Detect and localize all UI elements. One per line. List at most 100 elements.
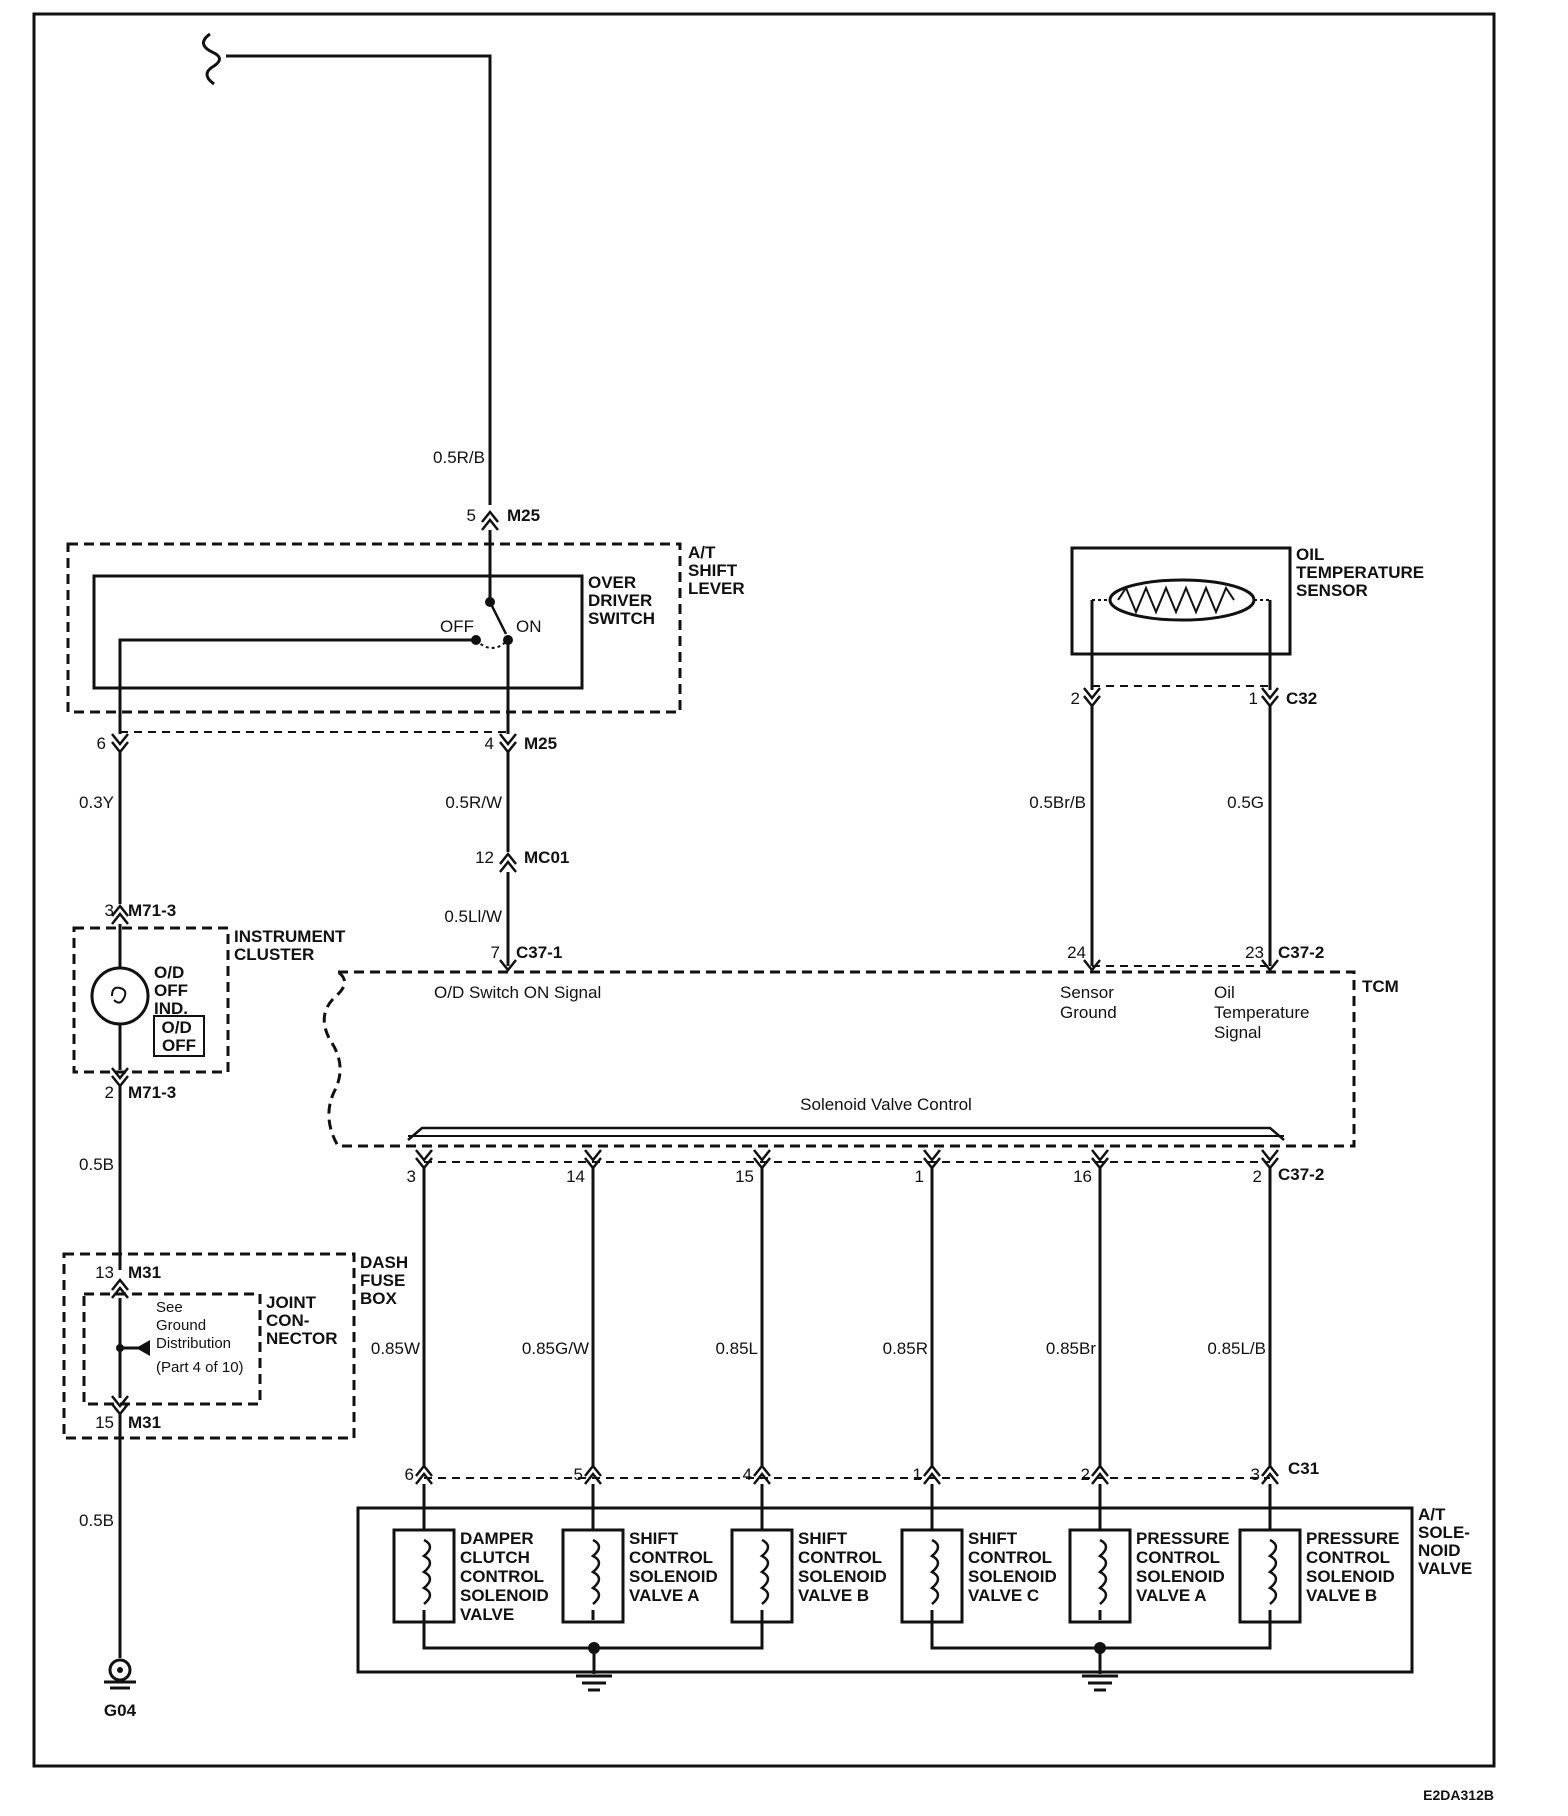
m31-bot-pin: 15 [95,1413,114,1432]
m71-3-top-pin: 3 [105,901,114,920]
page-frame [32,12,1496,1768]
c37-1-pin: 7 [491,943,500,962]
c31-pin: 3 [1251,1465,1260,1484]
wire-label-ground: 0.5B [79,1511,114,1530]
dash-fuse-box-label: DASH FUSE BOX [360,1253,413,1308]
c32-pin-b: 1 [1249,689,1258,708]
c31-pin: 5 [574,1465,583,1484]
od-off-indicator-lamp [90,966,150,1026]
solenoid-coil-box [561,1528,625,1624]
wire-label: 0.85G/W [522,1339,589,1358]
solenoid-coil-icon [1267,1538,1278,1605]
c37-2-pin-24: 24 [1067,943,1086,962]
lamp-filament-icon [111,986,127,1004]
m31-bot-name: M31 [128,1413,161,1432]
c37-2-sol-name: C37-2 [1278,1165,1324,1184]
od-off-lamp-symbol [153,1015,205,1057]
wire-off-contact [118,638,476,734]
c31-pin: 2 [1081,1465,1090,1484]
wire-top-feed [226,54,492,505]
left-pin-6: 6 [97,734,106,753]
solenoid-coil-box [1068,1528,1132,1624]
solenoid-coil-icon [421,1538,432,1605]
solenoid-coil-box [900,1528,964,1624]
m25-top-name: M25 [507,506,540,525]
m31-top-name: M31 [128,1263,161,1282]
joint-connector-box [82,1292,262,1406]
tcm-pin: 16 [1073,1167,1092,1186]
tcm-pin: 2 [1253,1167,1262,1186]
wire-label-cluster-fuse: 0.5B [79,1155,114,1174]
wire-label-indicator: 0.3Y [79,793,114,812]
m71-3-top-name: M71-3 [128,901,176,920]
m31-top-pin: 13 [95,1263,114,1282]
shift-lever-box [66,542,682,714]
wire-label-sensor-gnd: 0.5Br/B [1029,793,1086,812]
tcm-sensor-ground: Sensor Ground [1060,983,1119,1022]
shift-lever-label: A/T SHIFT LEVER [688,543,745,598]
c31-name: C31 [1288,1459,1319,1478]
od-switch-label: OVER DRIVER SWITCH [588,573,657,628]
solenoid-coil-icon [759,1538,770,1605]
instrument-cluster-box [72,926,230,1074]
wire-label: 0.85R [883,1339,928,1358]
solenoid-coil-icon [590,1538,601,1605]
diagram-code: E2DA312B [1423,1787,1494,1803]
m71-3-bot-pin: 2 [105,1083,114,1102]
od-switch-box [92,574,584,690]
solenoid-ground-right [930,1620,1272,1692]
c31-pin: 4 [743,1465,752,1484]
od-indicator-label: O/D OFF IND. [154,963,193,1018]
wire-label: 0.85L [715,1339,758,1358]
switch-off-label: OFF [440,617,474,636]
c31-pin: 1 [913,1465,922,1484]
solenoid-valve-block [356,1506,1414,1674]
m25-top-pin: 5 [467,506,476,525]
m71-3-bot-name: M71-3 [128,1083,176,1102]
tcm-pin: 3 [407,1167,416,1186]
m25-bot-name: M25 [524,734,557,753]
solenoid-ground-left [422,1620,764,1692]
solenoid-coil-box [392,1528,456,1624]
ground-note: See Ground Distribution (Part 4 of 10) [156,1299,244,1376]
c31-pin: 6 [405,1465,414,1484]
c37-1-name: C37-1 [516,943,562,962]
wire-label: 0.85L/B [1207,1339,1266,1358]
tcm-oil-temp-signal: Oil Temperature Signal [1214,983,1314,1042]
wire-label-od-out: 0.5R/W [445,793,502,812]
solenoid-coil-box [730,1528,794,1624]
tcm-od-signal: O/D Switch ON Signal [434,983,601,1002]
joint-connector-label: JOINT CON- NECTOR [266,1293,337,1348]
wire-label-top: 0.5R/B [433,448,485,467]
c32-pin-a: 2 [1071,689,1080,708]
wire-break-symbol [202,32,221,86]
switch-on-label: ON [516,617,542,636]
tcm-pin: 14 [566,1167,585,1186]
instrument-cluster-label: INSTRUMENT CLUSTER [234,927,350,964]
oil-temp-sensor-label: OIL TEMPERATURE SENSOR [1296,545,1429,600]
m25-bot-pin: 4 [485,734,494,753]
wire-label: 0.85Br [1046,1339,1096,1358]
oil-temp-sensor-box [1070,546,1292,656]
wire-label-mc01-tcm: 0.5Ll/W [444,907,502,926]
solenoid-block-label: A/T SOLE- NOID VALVE [1418,1505,1475,1578]
wire-label: 0.85W [371,1339,420,1358]
solenoid-coil-icon [929,1538,940,1605]
tcm-label: TCM [1362,977,1399,996]
connector-m25-top-mark [481,509,499,523]
od-off-lamp-text: O/D OFF [162,1018,197,1055]
c37-2-top-name: C37-2 [1278,943,1324,962]
ground-g04-label: G04 [104,1701,137,1720]
tcm-pin: 1 [915,1167,924,1186]
